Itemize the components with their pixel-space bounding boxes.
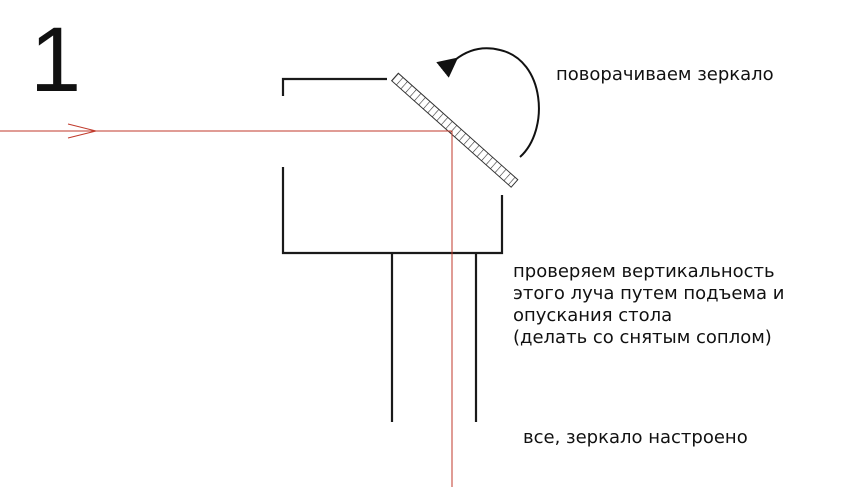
housing-top bbox=[281, 77, 387, 96]
label-done: все, зеркало настроено bbox=[523, 427, 748, 448]
step-number: 1 bbox=[30, 9, 82, 111]
label-rotate-mirror: поворачиваем зеркало bbox=[556, 64, 774, 85]
label-check-vertical: проверяем вертикальность этого луча путе… bbox=[513, 261, 784, 349]
beam-arrow-icon bbox=[67, 123, 97, 139]
label-line: (делать со снятым соплом) bbox=[513, 327, 772, 348]
housing bbox=[281, 77, 504, 422]
mirror bbox=[390, 72, 519, 188]
rotate-arrow-icon bbox=[436, 47, 540, 158]
label-line: проверяем вертикальность bbox=[513, 261, 775, 282]
housing-body bbox=[281, 167, 504, 255]
label-line: этого луча путем подъема и bbox=[513, 283, 785, 304]
label-line: опускания стола bbox=[513, 305, 673, 326]
laser-beam bbox=[0, 123, 453, 487]
